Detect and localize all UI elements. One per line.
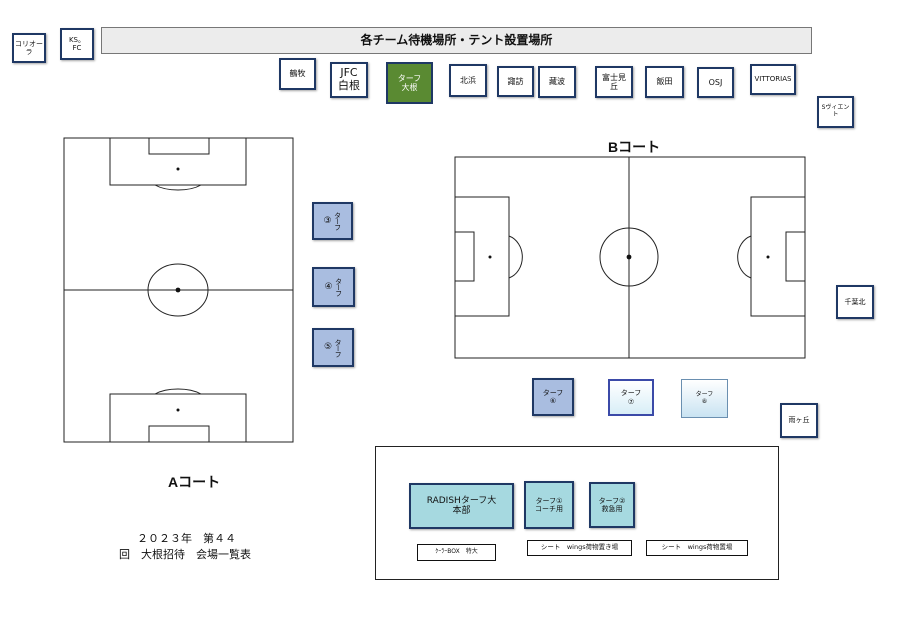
caption-line-1: ２０２３年 第４４ (126, 532, 236, 545)
tarp-4-number: ④ (324, 281, 333, 292)
tarp-box-oone[interactable]: ターフ 大根 (386, 62, 433, 104)
page-title: 各チーム待機場所・テント設置場所 (101, 27, 812, 54)
cooler-box-label[interactable]: ｸｰﾗｰBOX 特大 (417, 544, 496, 561)
court-a-label: Aコート (168, 474, 221, 490)
hq-area (375, 446, 779, 580)
caption-line-2: 回 大根招待 会場一覧表 (119, 548, 251, 561)
tarp-3-number: ③ (323, 215, 332, 226)
team-box-hokuseki[interactable]: 北浜 (449, 64, 487, 97)
tarp-5-box[interactable]: ⑤ ターフ (312, 328, 354, 367)
hq-radish-box[interactable]: RADISHターフ大 本部 (409, 483, 514, 529)
tarp-3-label: ターフ (333, 212, 342, 230)
tarp-4-box[interactable]: ④ ターフ (312, 267, 355, 307)
tarp-5-label: ターフ (334, 338, 343, 357)
team-box-suwa[interactable]: 諏訪 (497, 66, 534, 97)
team-box-fujimigaoka[interactable]: 富士見 丘 (595, 66, 633, 98)
tarp-2-first-aid-box[interactable]: ターフ② 救急用 (589, 482, 635, 528)
tarp-6-box[interactable]: ターフ ⑥ (532, 378, 574, 416)
team-box-iida[interactable]: 飯田 (645, 66, 684, 98)
team-box-ks-fc[interactable]: KS。 FC (60, 28, 94, 60)
tarp-4-label: ターフ (334, 278, 343, 296)
tarp-1-coach-box[interactable]: ターフ① コーチ用 (524, 481, 574, 529)
tarp-8-box[interactable]: ターフ ⑧ (681, 379, 728, 418)
team-box-kurami[interactable]: 藏波 (538, 66, 576, 98)
team-box-vittorias[interactable]: VITTORIAS (750, 64, 796, 95)
team-box-amegaoka[interactable]: 雨ヶ丘 (780, 403, 818, 438)
sheet-wings-luggage-1[interactable]: シート wings荷物置き場 (527, 540, 632, 556)
sheet-wings-luggage-2[interactable]: シート wings荷物置場 (646, 540, 748, 556)
tarp-7-box[interactable]: ターフ ⑦ (608, 379, 654, 416)
tarp-5-number: ⑤ (323, 342, 333, 353)
team-box-corriola[interactable]: コリオーラ (12, 33, 46, 63)
team-box-jfc-shirane[interactable]: JFC 白根 (330, 62, 368, 98)
tarp-3-box[interactable]: ③ ターフ (312, 202, 353, 240)
team-box-osj[interactable]: OSJ (697, 67, 734, 98)
team-box-chibahoku[interactable]: 千葉北 (836, 285, 874, 319)
team-box-tsurumaki[interactable]: 鶴牧 (279, 58, 316, 90)
court-b-label: Bコート (608, 139, 661, 155)
team-box-s-vient[interactable]: Sヴィエント (817, 96, 854, 128)
